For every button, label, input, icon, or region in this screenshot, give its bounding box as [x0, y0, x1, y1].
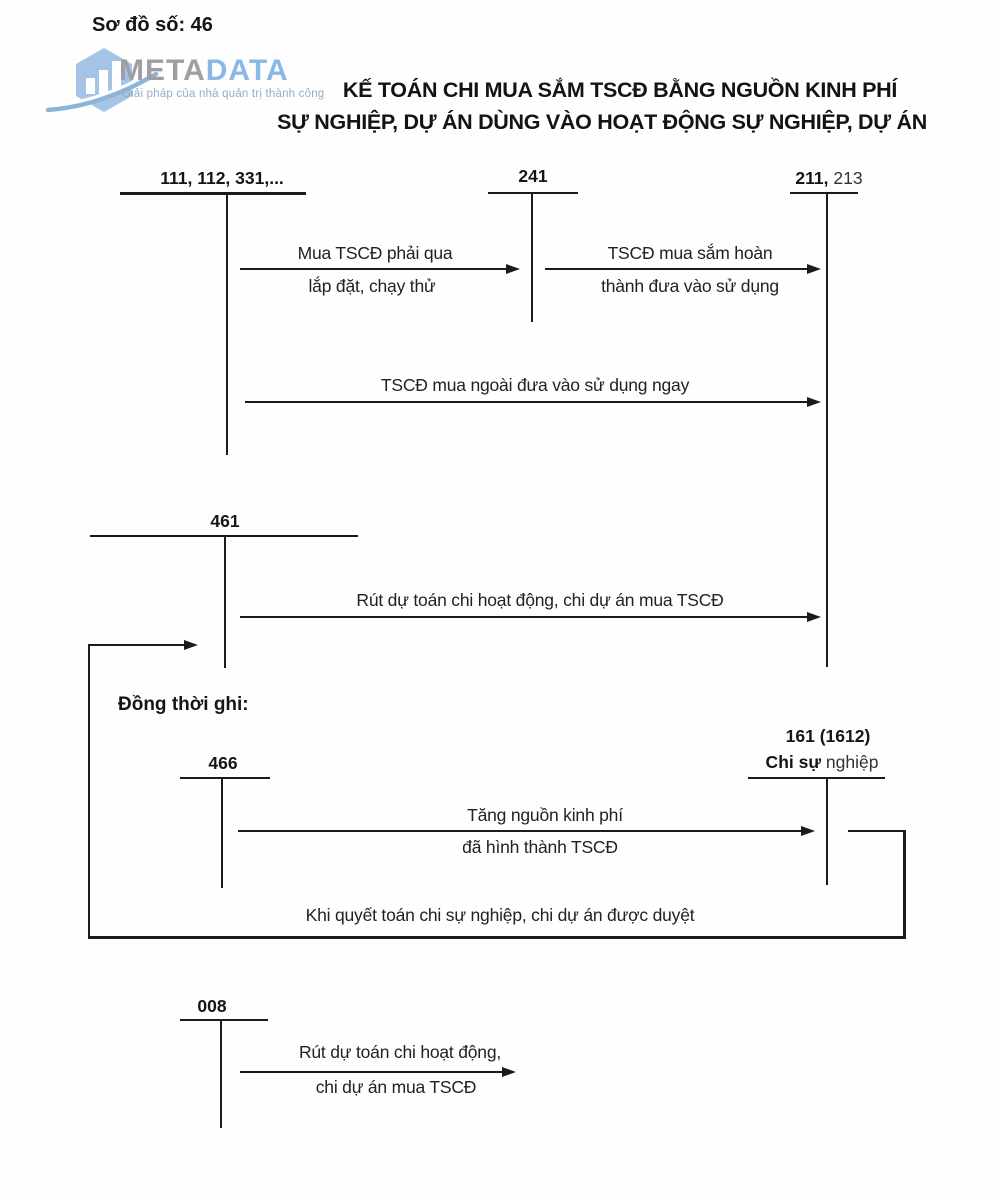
metadata-logo-icon [45, 48, 159, 113]
flow3-arrowhead-icon [807, 397, 821, 407]
account-bar-241 [488, 192, 578, 194]
flow4-label: Rút dự toán chi hoạt động, chi dự án mua… [356, 590, 724, 610]
account-bar-211 [790, 192, 858, 194]
account-label-111-112-331: 111, 112, 331,... [160, 168, 284, 188]
account-label-241: 241 [518, 166, 548, 186]
account-bar-008 [180, 1019, 268, 1021]
simultaneous-note: Đồng thời ghi: [118, 694, 249, 715]
flow2-label-line2: thành đưa vào sử dụng [601, 276, 779, 296]
account-label-161: 161 (1612) [785, 726, 871, 746]
account-label-211-213: 211, 213 [795, 168, 862, 189]
flow2-label-line1: TSCĐ mua sắm hoàn [607, 243, 773, 263]
flow7-arrowhead-icon [502, 1067, 516, 1077]
flow5-arrowhead-icon [801, 826, 815, 836]
account-stem-211 [826, 192, 828, 667]
bracket-right-line [903, 830, 906, 939]
account-bar-161 [748, 777, 885, 779]
flow6-label: Khi quyết toán chi sự nghiệp, chi dự án … [305, 905, 695, 925]
metadata-brand-text: METADATA [119, 54, 289, 88]
bracket-right-stub-line [848, 830, 905, 832]
scheme-number-label: Sơ đồ số: 46 [92, 14, 213, 36]
account-label-461: 461 [210, 511, 240, 531]
account-bar-111 [120, 192, 306, 195]
account-stem-466 [221, 777, 223, 888]
flow3-arrow-line [245, 401, 809, 403]
bracket-arrowhead-icon [184, 640, 198, 650]
account-213-light: 213 [833, 168, 863, 188]
account-label-008: 008 [197, 996, 227, 1016]
flow4-arrowhead-icon [807, 612, 821, 622]
flow2-arrow-line [545, 268, 809, 270]
flow1-label-line1: Mua TSCĐ phải qua [297, 243, 453, 263]
flow7-label-line1: Rút dự toán chi hoạt động, [298, 1042, 502, 1062]
bracket-left-line [88, 644, 90, 939]
account-161-sub-bold: Chi sự [765, 752, 822, 772]
flow5-label-line1: Tăng nguồn kinh phí [467, 805, 623, 825]
flow1-arrowhead-icon [506, 264, 520, 274]
flow5-arrow-line [238, 830, 803, 832]
bracket-top-arrow-line [88, 644, 186, 646]
logo-tagline: Giải pháp của nhà quản trị thành công [122, 88, 325, 100]
account-stem-161 [826, 777, 828, 885]
account-label-466: 466 [208, 753, 238, 773]
bracket-bottom-line [88, 936, 906, 939]
flow2-arrowhead-icon [807, 264, 821, 274]
account-211-bold: 211, [795, 168, 829, 188]
account-sublabel-161: Chi sự nghiệp [766, 752, 879, 773]
flow7-label-line2: chi dự án mua TSCĐ [315, 1077, 477, 1097]
account-stem-008 [220, 1019, 222, 1128]
brand-data: DATA [205, 54, 289, 87]
account-bar-466 [180, 777, 270, 779]
account-stem-461 [224, 535, 226, 668]
flow1-arrow-line [240, 268, 510, 270]
flow5-label-line2: đã hình thành TSCĐ [462, 837, 618, 857]
page-title-line2: SỰ NGHIỆP, DỰ ÁN DÙNG VÀO HOẠT ĐỘNG SỰ N… [277, 110, 927, 134]
flow3-label: TSCĐ mua ngoài đưa vào sử dụng ngay [380, 375, 690, 395]
flow4-arrow-line [240, 616, 809, 618]
account-stem-111 [226, 192, 228, 455]
brand-meta: META [119, 54, 206, 87]
page-title-line1: KẾ TOÁN CHI MUA SẮM TSCĐ BẰNG NGUỒN KINH… [342, 78, 898, 102]
account-stem-241 [531, 192, 533, 322]
flow7-arrow-line [240, 1071, 504, 1073]
account-161-sub-rest: nghiệp [821, 752, 879, 772]
flow1-label-line2: lắp đặt, chạy thử [308, 276, 436, 296]
